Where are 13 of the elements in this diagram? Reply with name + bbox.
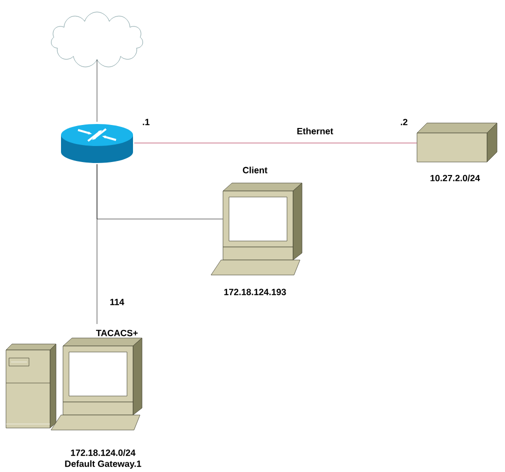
interface-label: .1 [142,118,150,126]
connection-line [96,164,98,324]
ip-address: 172.18.124.0/24 Default Gateway.1 [65,449,142,469]
server-name: TACACS+ [96,330,138,336]
edge-label: Ethernet [296,126,334,136]
cloud [51,12,143,68]
interface-label: .2 [400,118,408,126]
connection-line [134,142,417,144]
ip-address: 172.18.124.193 [224,288,286,296]
subnet-label: 10.27.2.0/24 [430,174,480,182]
device-name: Client [242,166,268,174]
router-drawing [61,124,133,163]
interface-label: 114 [110,298,124,306]
